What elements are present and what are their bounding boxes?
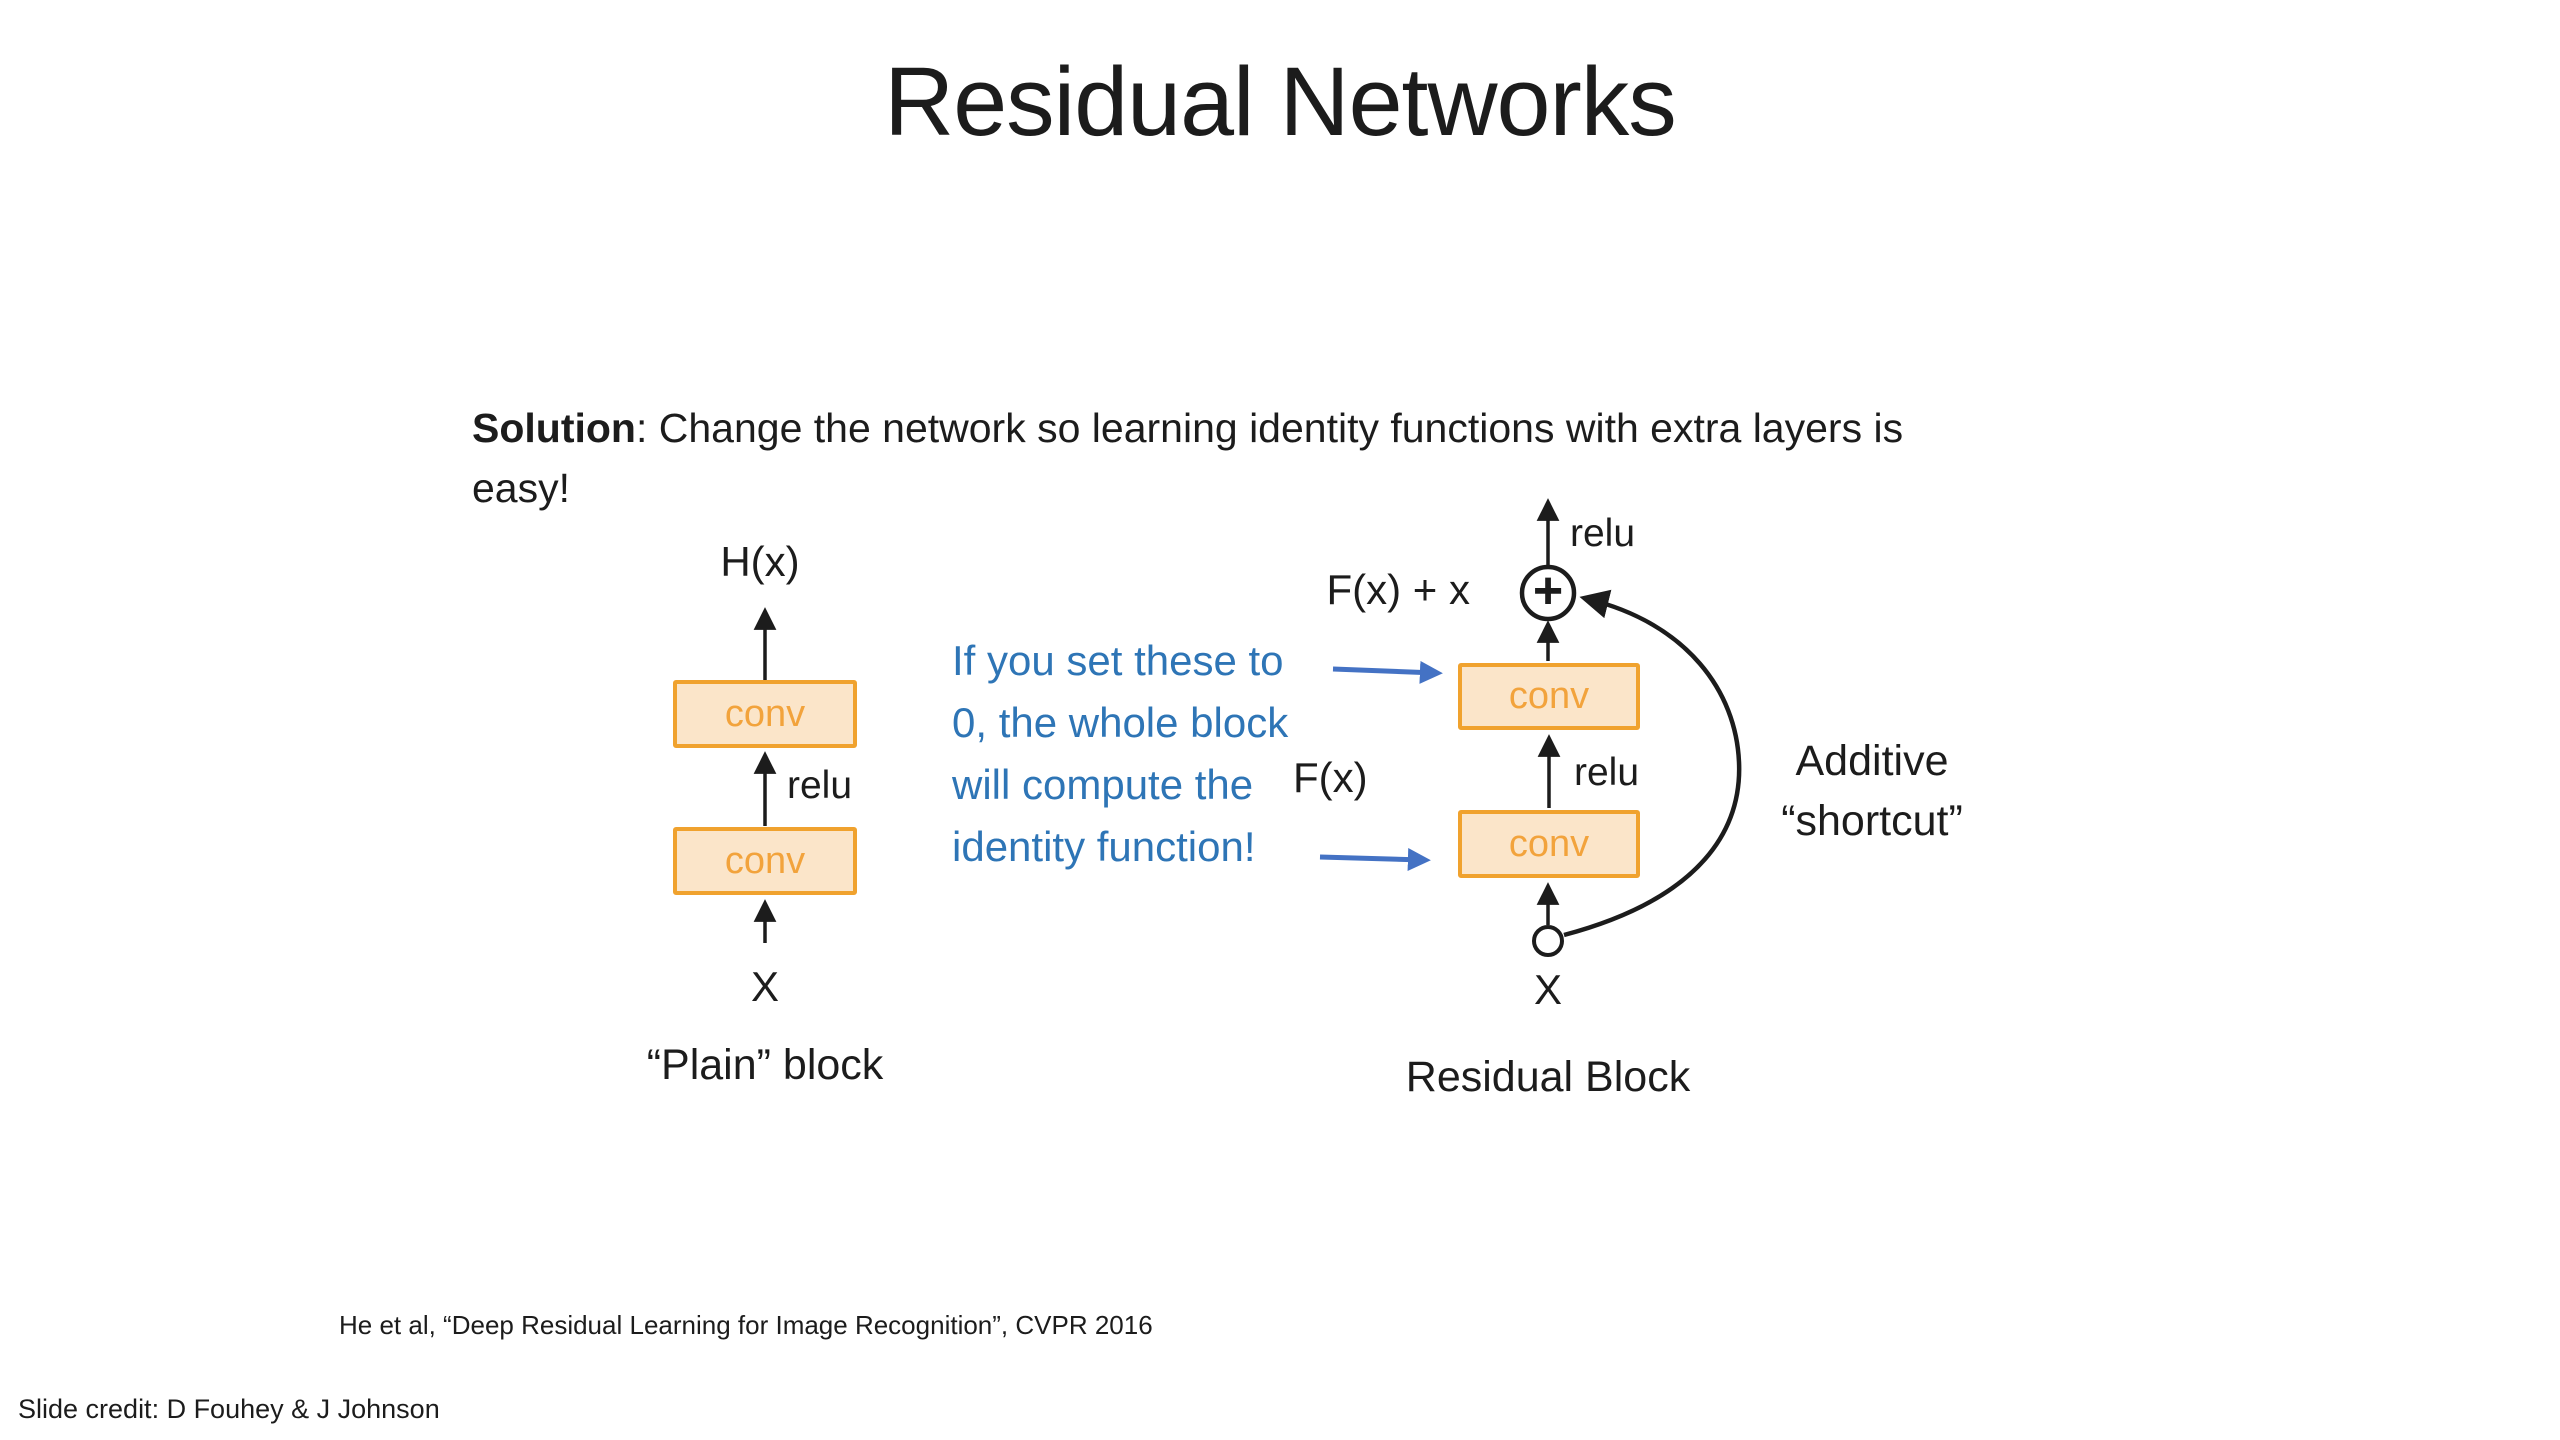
slide-credit: Slide credit: D Fouhey & J Johnson [18, 1394, 440, 1424]
residual-relu-mid-label: relu [1574, 751, 1640, 794]
annotation-arrow-bottom [1319, 848, 1431, 872]
solution-text: Solution: Change the network so learning… [472, 398, 2072, 518]
identity-annotation: If you set these to 0, the whole block w… [952, 630, 1288, 878]
annotation-line: identity function! [952, 823, 1256, 870]
annotation-arrow-top [1332, 660, 1443, 684]
plain-output-label: H(x) [720, 538, 800, 585]
solution-line-1: Solution: Change the network so learning… [472, 398, 2072, 458]
conv-label: conv [1508, 822, 1590, 865]
plain-input-label: X [750, 963, 779, 1010]
solution-rest: : Change the network so learning identit… [635, 405, 1904, 451]
residual-input-label: X [1533, 966, 1562, 1013]
residual-conv-bottom-box: conv [1458, 810, 1640, 878]
conv-label: conv [724, 692, 806, 735]
shortcut-label-line: Additive [1795, 737, 1949, 785]
residual-relu-top-label: relu [1570, 512, 1636, 555]
plain-relu-label: relu [787, 764, 853, 807]
residual-sum-label: F(x) + x [1326, 566, 1471, 613]
residual-conv-top-box: conv [1458, 663, 1640, 730]
residual-fx-label: F(x) [1293, 754, 1368, 801]
annotation-line: If you set these to [952, 637, 1284, 684]
citation: He et al, “Deep Residual Learning for Im… [339, 1310, 1153, 1340]
shortcut-label-line: “shortcut” [1781, 797, 1963, 845]
plain-block-caption: “Plain” block [646, 1041, 884, 1089]
residual-block-caption: Residual Block [1405, 1053, 1691, 1101]
branch-point-circle [1532, 925, 1564, 957]
plain-conv-bottom-box: conv [673, 827, 857, 895]
solution-line-2: easy! [472, 465, 570, 511]
conv-label: conv [724, 839, 806, 882]
plus-icon: + [1532, 562, 1564, 620]
slide-title: Residual Networks [884, 47, 1677, 156]
conv-label: conv [1508, 675, 1590, 717]
shortcut-label: Additive “shortcut” [1722, 731, 2022, 851]
annotation-line: 0, the whole block [952, 699, 1289, 746]
annotation-line: will compute the [952, 761, 1254, 808]
plain-conv-top-box: conv [673, 680, 857, 748]
solution-keyword: Solution [472, 405, 636, 451]
